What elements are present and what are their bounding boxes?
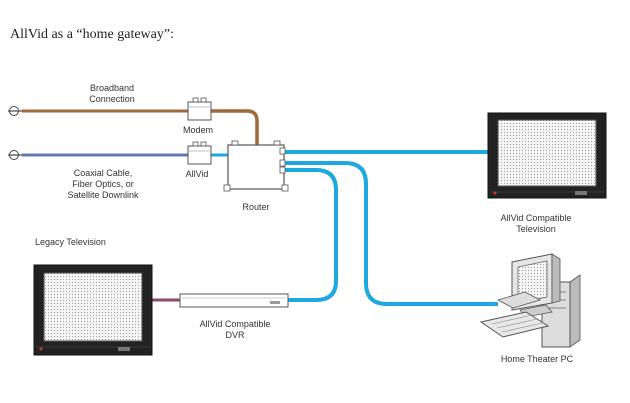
allvid-compatible-tv-icon xyxy=(487,112,607,199)
broadband-label-line2: Connection xyxy=(89,94,135,104)
compat-tv-label-line1: AllVid Compatible xyxy=(501,213,572,223)
coax-label-line3: Satellite Downlink xyxy=(67,190,139,200)
htpc-label: Home Theater PC xyxy=(501,354,574,364)
dvr-device xyxy=(179,293,289,308)
broadband-label-line1: Broadband xyxy=(90,83,134,93)
allvid-label: AllVid xyxy=(186,169,209,179)
modem-device xyxy=(187,97,212,121)
dvr-label-line1: AllVid Compatible xyxy=(200,319,271,329)
compat-tv-label-line2: Television xyxy=(516,224,556,234)
router-label: Router xyxy=(242,202,269,212)
allvid-device xyxy=(187,141,212,165)
coax-wall-plug-icon xyxy=(8,150,22,160)
router-to-pc-cable xyxy=(284,161,498,306)
dvr-label-line2: DVR xyxy=(225,330,245,340)
legacy-tv-label: Legacy Television xyxy=(35,237,106,247)
coax-label-line1: Coaxial Cable, xyxy=(74,168,133,178)
broadband-wall-plug-icon xyxy=(8,106,22,116)
legacy-tv-icon xyxy=(33,264,153,356)
router-to-dvr-cable xyxy=(284,168,338,302)
modem-to-router-cable xyxy=(211,109,259,145)
router-device xyxy=(223,140,289,192)
home-theater-pc-icon xyxy=(479,253,581,348)
coax-label-line2: Fiber Optics, or xyxy=(72,179,134,189)
diagram-heading: AllVid as a “home gateway”: xyxy=(10,27,174,42)
modem-label: Modem xyxy=(183,125,213,135)
